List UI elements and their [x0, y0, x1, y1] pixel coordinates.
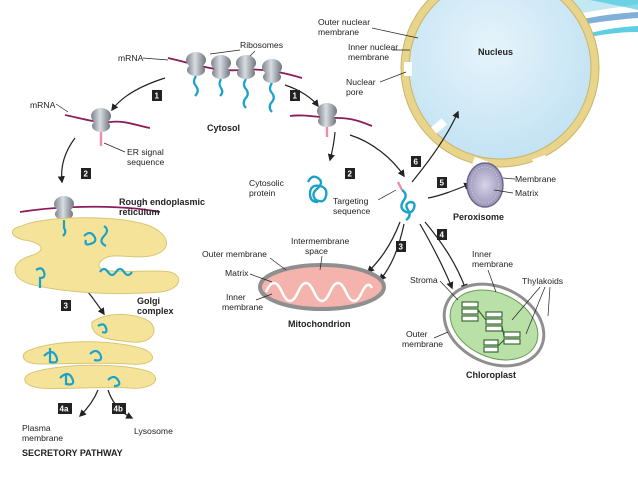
step-1-right: 1 — [293, 92, 298, 101]
golgi-complex-label-1: Golgi — [137, 296, 160, 306]
cytosolic-protein-label-1: Cytosolic — [249, 178, 285, 188]
mitochondrion-label: Mitochondrion — [288, 319, 351, 329]
intermembrane-space-label-1: Intermembrane — [291, 236, 349, 246]
step-1-left: 1 — [155, 92, 160, 101]
inner-membrane-chloro-label-2: membrane — [472, 259, 513, 269]
ribosomes-label: Ribosomes — [240, 40, 283, 50]
golgi-complex-label-2: complex — [137, 306, 174, 316]
targeting-sequence-label-2: sequence — [333, 206, 370, 216]
step-2-right: 2 — [348, 170, 353, 179]
rough-er-label-1: Rough endoplasmic — [119, 197, 205, 207]
matrix-mito-label: Matrix — [225, 268, 249, 278]
nuclear-pore-label-1: Nuclear — [346, 77, 376, 87]
plasma-membrane-label-2: membrane — [22, 433, 63, 443]
step-2-left: 2 — [84, 170, 89, 179]
outer-membrane-chloro-label-2: membrane — [402, 339, 443, 349]
thylakoids-label: Thylakoids — [522, 276, 563, 286]
matrix-peroxisome-label: Matrix — [515, 188, 539, 198]
nucleus-group: Nucleus — [400, 0, 602, 170]
secretory-pathway-label: SECRETORY PATHWAY — [22, 448, 123, 458]
stroma-label: Stroma — [410, 275, 438, 285]
mrna-top-label: mRNA — [118, 53, 144, 63]
outer-nuclear-membrane-label-1: Outer nuclear — [318, 17, 370, 27]
step-6: 6 — [414, 158, 419, 167]
chloroplast-label: Chloroplast — [466, 370, 516, 380]
nuclear-pore — [404, 62, 412, 76]
peroxisome-label: Peroxisome — [453, 212, 504, 222]
inner-membrane-chloro-label-1: Inner — [472, 249, 492, 259]
inner-membrane-mito-label-2: membrane — [222, 302, 263, 312]
rough-er-label-2: reticulum — [119, 207, 160, 217]
er-signal-sequence-label-1: ER signal — [127, 147, 164, 157]
step-box-1-left — [152, 90, 162, 101]
ribosome — [186, 52, 206, 97]
cytosolic-protein-label-2: protein — [249, 188, 275, 198]
inner-membrane-mito-label-1: Inner — [226, 292, 246, 302]
step-3-right: 3 — [399, 243, 404, 252]
plasma-membrane-label-1: Plasma — [22, 423, 51, 433]
step-4b: 4b — [114, 405, 123, 414]
membrane-peroxisome-label: Membrane — [515, 174, 556, 184]
nucleus-label: Nucleus — [478, 47, 513, 57]
targeting-sequence-label-1: Targeting — [333, 196, 369, 206]
thylakoid-stacks — [461, 301, 521, 353]
polysome: mRNA Ribosomes — [118, 40, 303, 113]
free-ribosome — [289, 103, 373, 137]
outer-nuclear-membrane-label-2: membrane — [318, 27, 359, 37]
mrna-left-label: mRNA — [30, 100, 56, 110]
inner-nuclear-membrane-label-2: membrane — [348, 52, 389, 62]
inner-nuclear-membrane-label-1: Inner nuclear — [348, 42, 398, 52]
er-signal-sequence-label-2: sequence — [127, 157, 164, 167]
step-5: 5 — [440, 179, 445, 188]
nucleus-envelope — [401, 0, 599, 167]
nuclear-pore-label-2: pore — [346, 87, 363, 97]
outer-membrane-mito-label: Outer membrane — [202, 249, 267, 259]
cytosol-label: Cytosol — [207, 123, 240, 133]
outer-membrane-chloro-label-1: Outer — [406, 329, 428, 339]
step-4-right: 4 — [440, 231, 445, 240]
peroxisome: Membrane Matrix Peroxisome — [453, 162, 556, 222]
step-markers: 1 1 2 2 6 5 3 4 3 4a 4b — [58, 90, 447, 414]
lysosome-label: Lysosome — [134, 426, 173, 436]
step-4a: 4a — [60, 405, 69, 414]
step-3-left: 3 — [64, 302, 69, 311]
intermembrane-space-label-2: space — [305, 246, 328, 256]
